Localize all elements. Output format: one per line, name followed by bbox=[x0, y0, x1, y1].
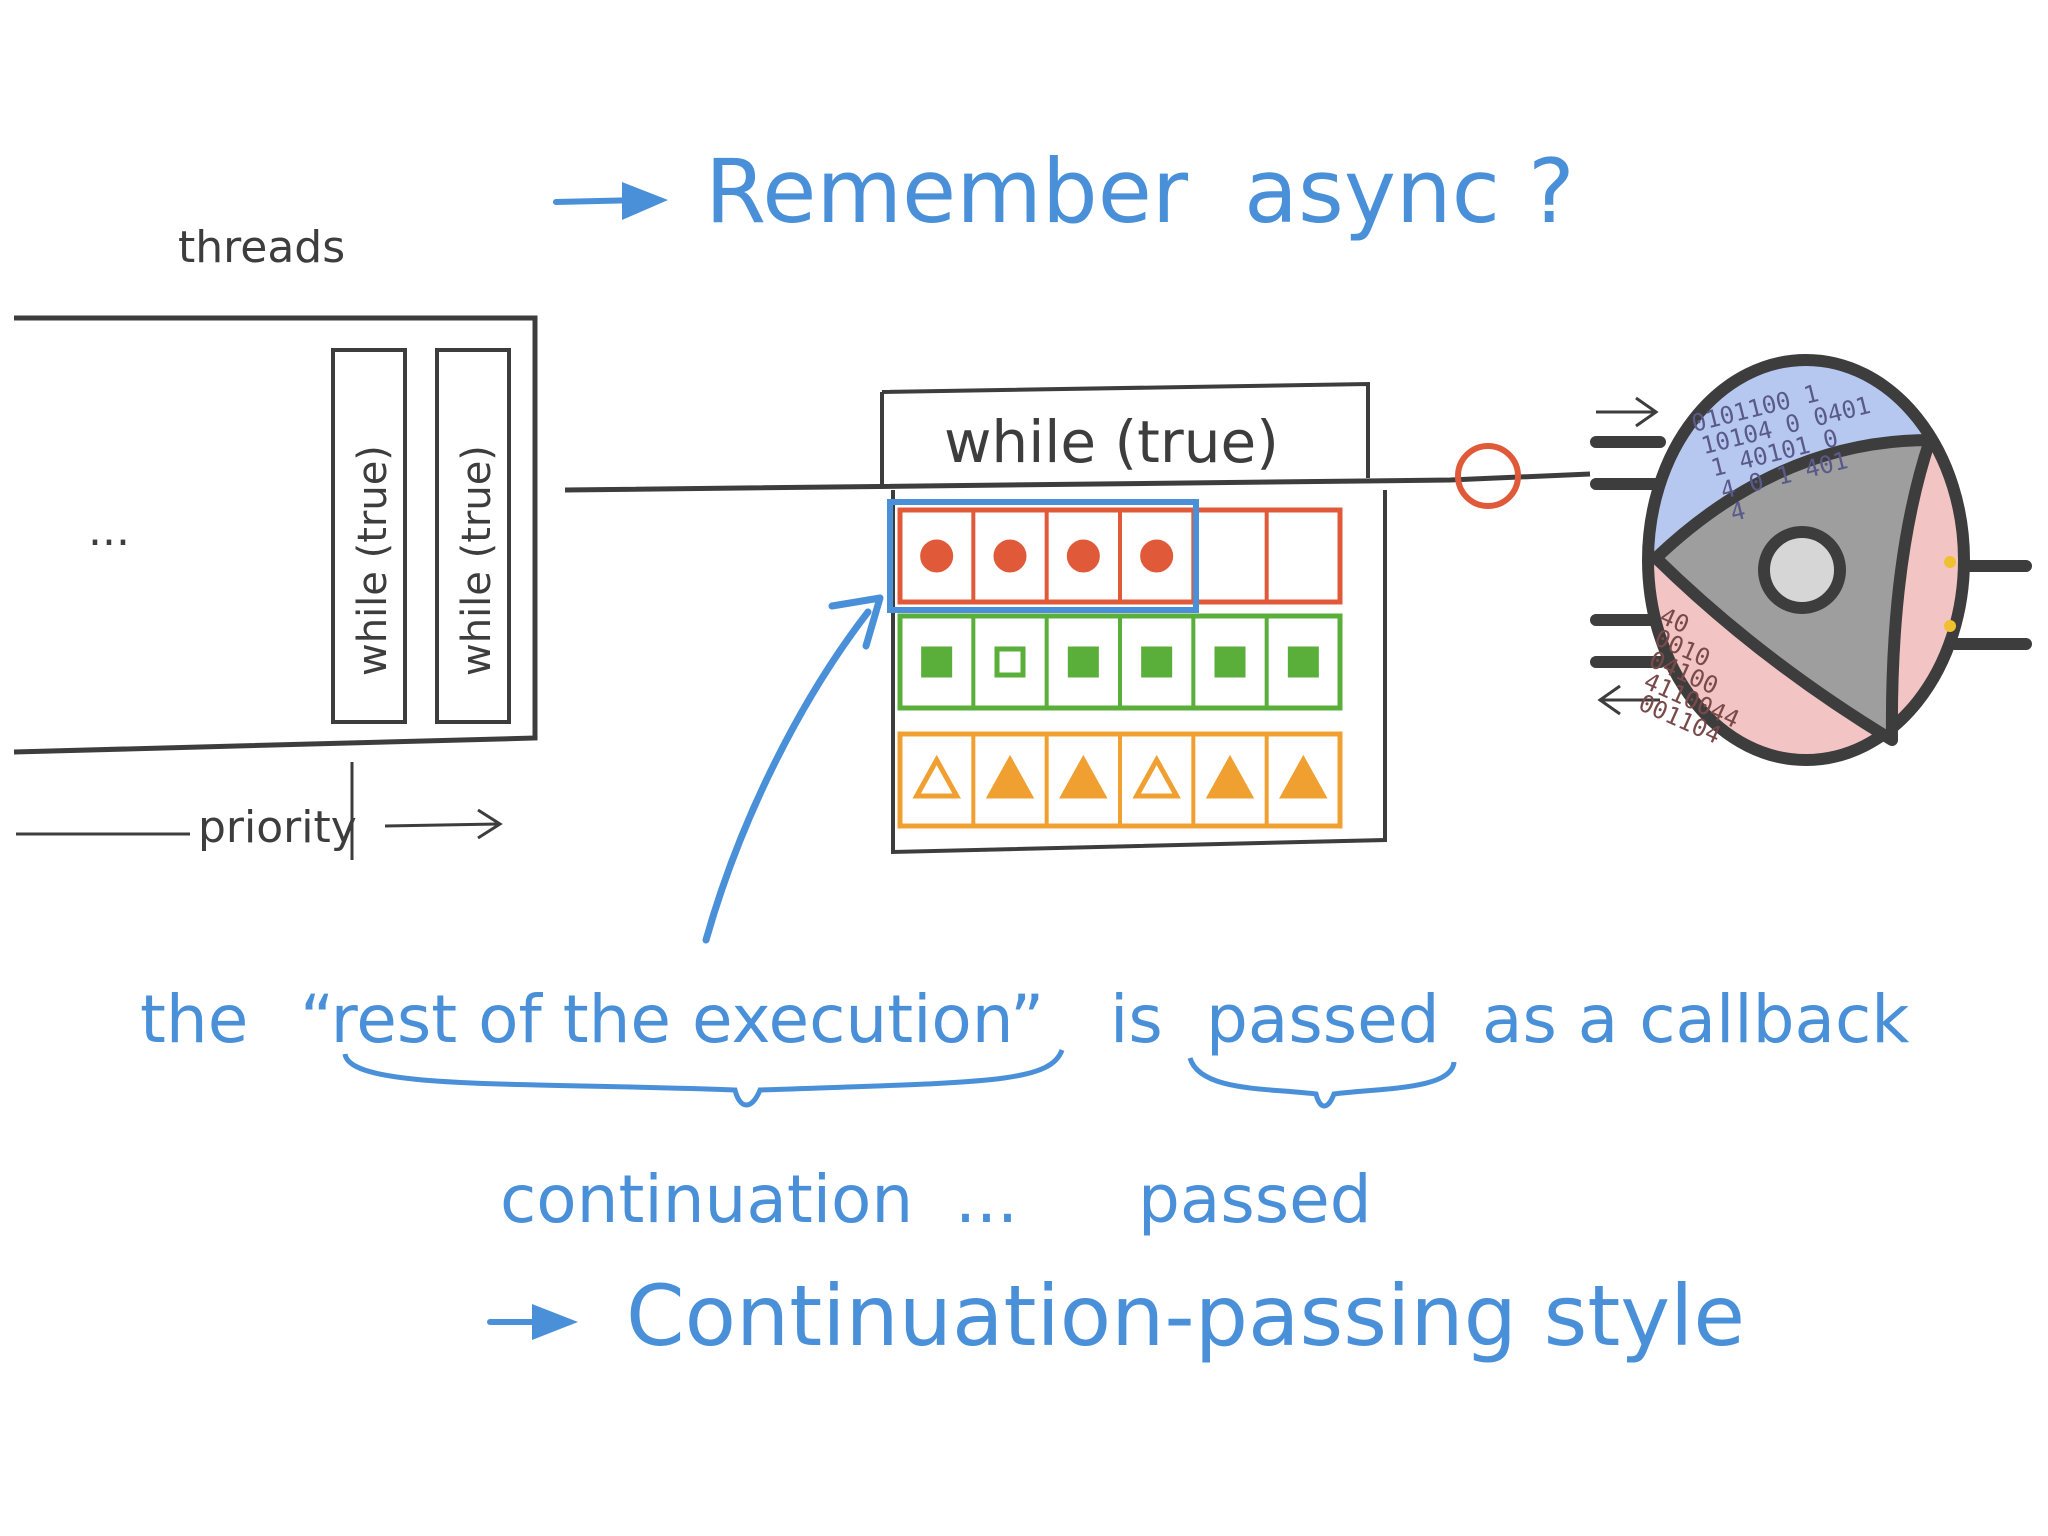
event-loop-label: while (true) bbox=[944, 408, 1279, 476]
orange-queue-item-4-outline bbox=[1132, 754, 1181, 799]
red-queue-item-1-filled bbox=[920, 539, 954, 573]
annotation-line1-callback: as a callback bbox=[1482, 981, 1910, 1058]
red-queue-item-4-filled bbox=[1140, 539, 1174, 573]
orange-queue-item-2-filled bbox=[985, 754, 1035, 799]
red-queue-item-3-filled bbox=[1066, 539, 1100, 573]
annotation-ellipsis: ... bbox=[955, 1161, 1018, 1238]
annotation-line1-the: the bbox=[140, 981, 248, 1058]
threads-panel-frame bbox=[13, 315, 538, 755]
callback-arrow-head bbox=[828, 594, 884, 650]
green-queue-item-1-filled bbox=[921, 646, 953, 678]
cps-arrow-icon bbox=[487, 1304, 578, 1340]
highlight-box bbox=[887, 499, 1199, 613]
annotation-passed: passed bbox=[1138, 1161, 1372, 1238]
green-queue-item-3-filled bbox=[1067, 646, 1099, 678]
event-loop-box bbox=[880, 381, 1387, 855]
threads-label: threads bbox=[178, 222, 345, 273]
bits-top-line-5: 4 bbox=[1727, 496, 1748, 527]
orange-queue-item-5-filled bbox=[1205, 754, 1255, 799]
priority-axis-label: priority bbox=[198, 802, 357, 853]
brace-passed bbox=[1187, 1057, 1457, 1109]
orange-queue-item-3-filled bbox=[1059, 754, 1108, 799]
callback-arrow bbox=[702, 608, 872, 944]
brace-rest-of-execution bbox=[342, 1049, 1065, 1108]
orange-queue-item-6-filled bbox=[1279, 754, 1328, 799]
green-queue-item-4-filled bbox=[1141, 646, 1173, 678]
thread-lane-1-label: while (true) bbox=[350, 445, 396, 676]
red-queue-item-2-filled bbox=[993, 539, 1027, 573]
green-queue-item-2-outline bbox=[994, 646, 1026, 678]
thread-lane-2-label: while (true) bbox=[454, 445, 500, 676]
execution-marker bbox=[1455, 443, 1521, 509]
title-text: Remember async ? bbox=[705, 140, 1575, 243]
priority-axis bbox=[16, 762, 503, 860]
annotation-line1-passed: passed bbox=[1206, 981, 1440, 1058]
execution-line bbox=[564, 471, 1591, 493]
green-queue-item-6-filled bbox=[1287, 646, 1319, 678]
event-queues bbox=[897, 507, 1343, 829]
orange-queue-item-1-outline bbox=[912, 754, 961, 799]
green-queue-item-5-filled bbox=[1214, 646, 1246, 678]
thread-lane-1: while (true) bbox=[331, 348, 407, 724]
annotation-continuation: continuation bbox=[500, 1161, 913, 1238]
annotation-cps: Continuation-passing style bbox=[626, 1267, 1745, 1365]
threads-ellipsis: ... bbox=[88, 505, 130, 556]
annotation-line1-is: is bbox=[1110, 981, 1163, 1058]
annotation-line1-rest: “rest of the execution” bbox=[300, 981, 1044, 1058]
title-arrow-icon bbox=[553, 182, 668, 220]
thread-lane-2: while (true) bbox=[435, 348, 511, 724]
